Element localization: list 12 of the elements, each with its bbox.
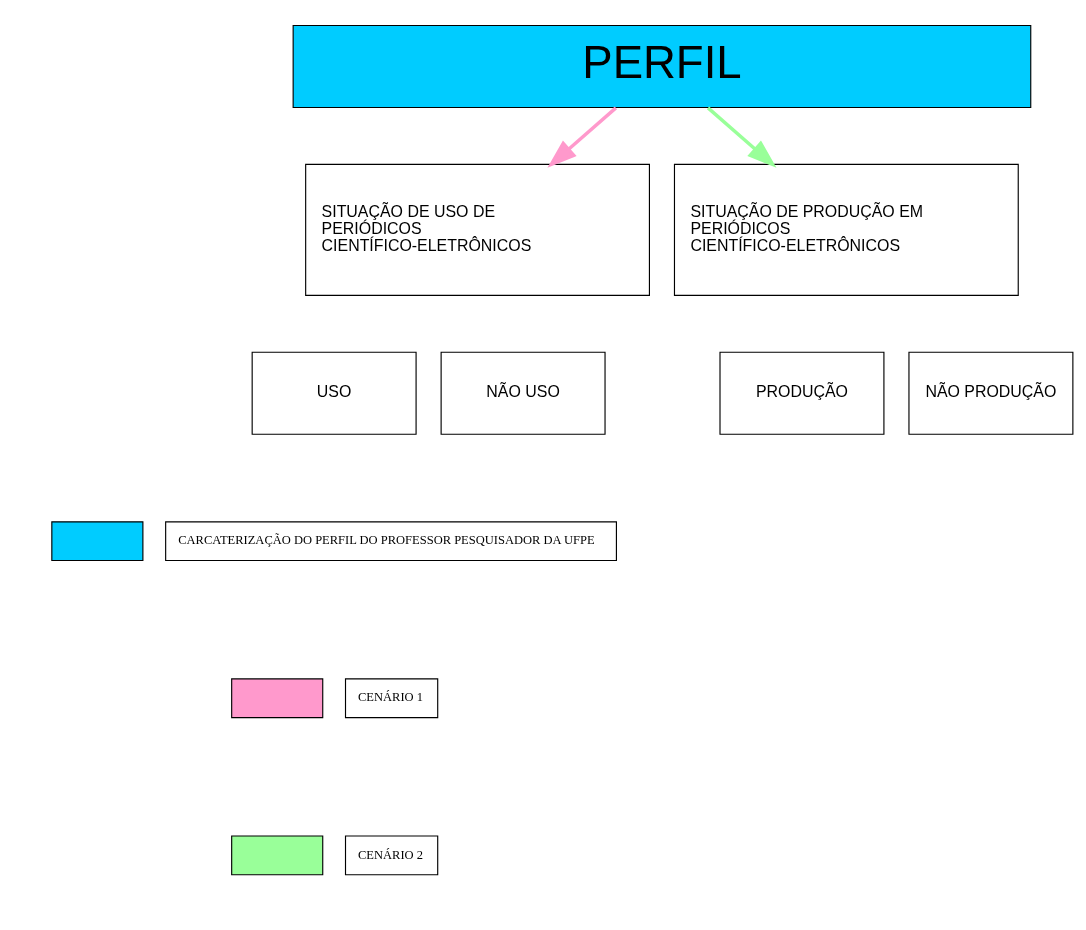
node-box: SITUAÇÃO DE USO DE PERIÓDICOS CIENTÍFICO-ELETRÔNICOS: [305, 163, 650, 296]
arrow: [706, 106, 777, 168]
node-box: PERFIL: [292, 24, 1032, 108]
node-box: SITUAÇÃO DE PRODUÇÃO EM PERIÓDICOS CIENTÍFICO-ELETRÔNICOS: [673, 163, 1019, 296]
legend-label: CARCATERIZAÇÃO DO PERFIL DO PROFESSOR PESQUISADOR DA UFPE: [178, 532, 595, 547]
node-box: NÃO PRODUÇÃO: [908, 351, 1074, 435]
arrow: [547, 106, 617, 168]
legend-label: CENÁRIO 2: [358, 847, 424, 862]
node-box: NÃO USO: [440, 351, 606, 435]
legend-label: CENÁRIO 1: [358, 689, 424, 704]
node-box: PRODUÇÃO: [719, 351, 885, 435]
node-box: USO: [251, 351, 417, 435]
